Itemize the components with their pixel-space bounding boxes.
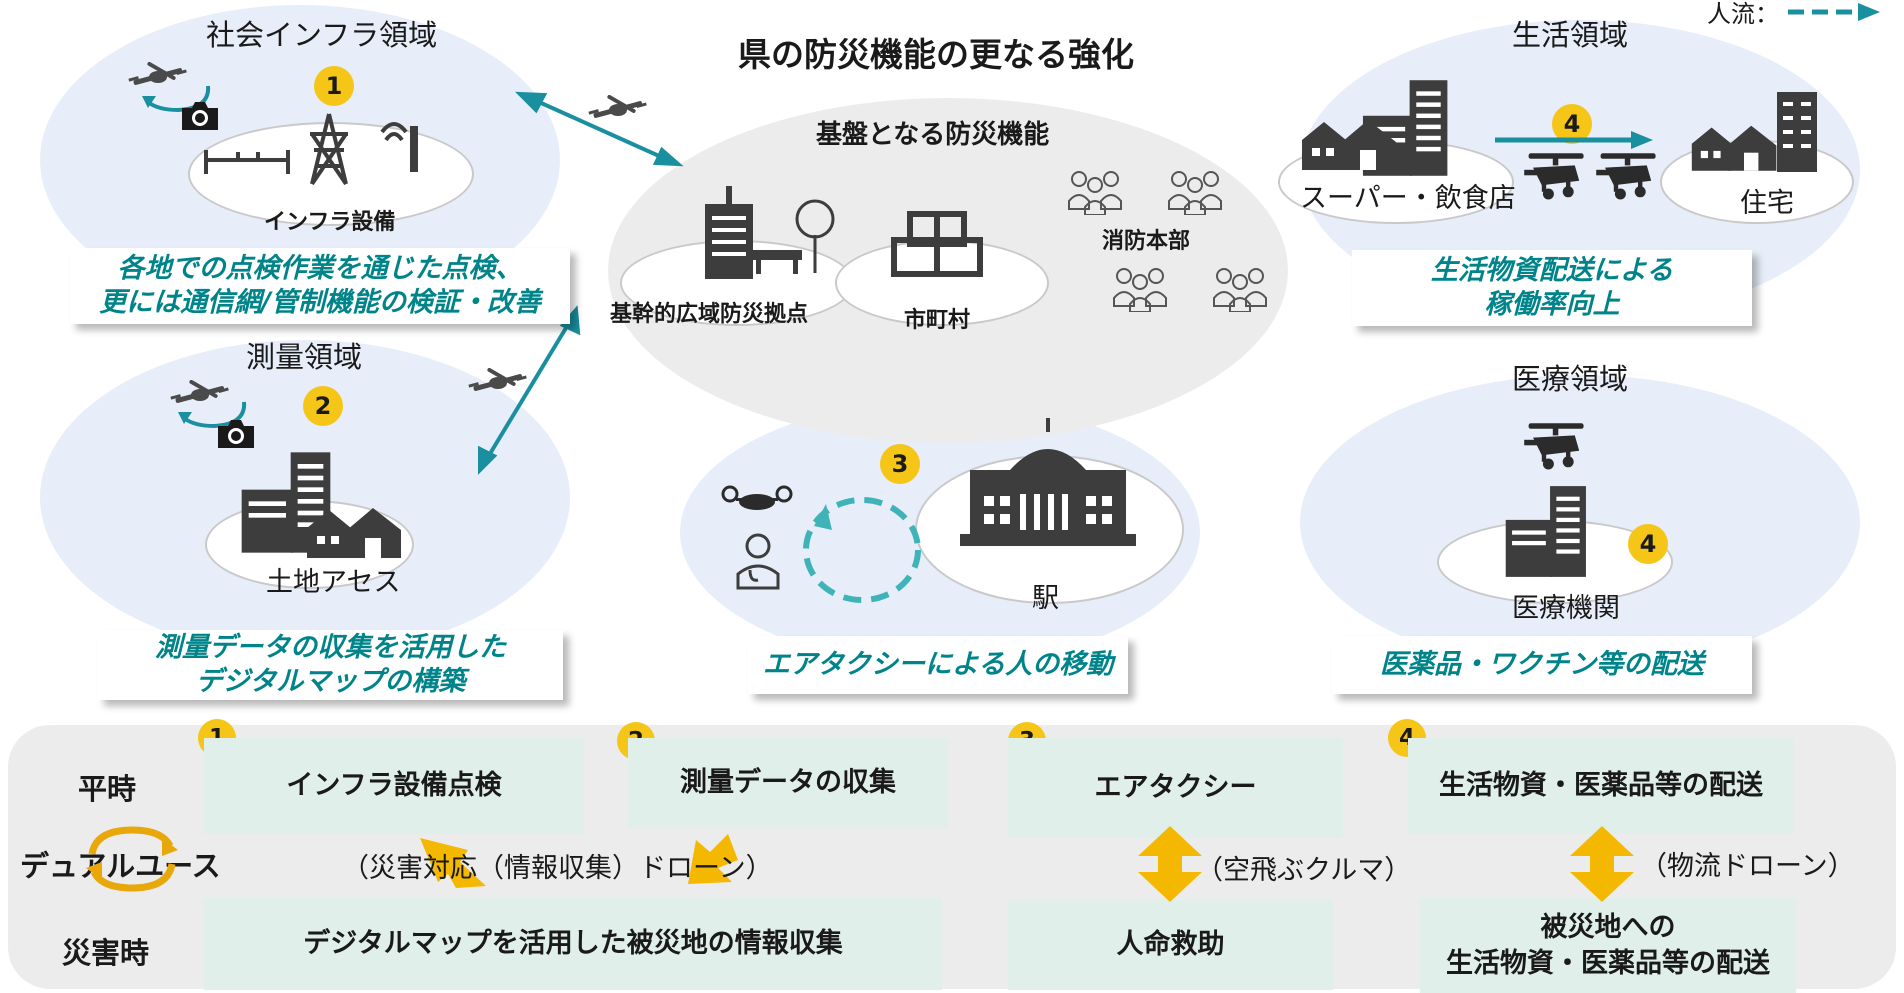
box-disaster-logistics: 被災地への 生活物資・医薬品等の配送	[1420, 898, 1796, 993]
box-rescue: 人命救助	[1008, 900, 1333, 990]
shop-label: スーパー・飲食店	[1300, 183, 1516, 214]
tree-icon	[795, 199, 835, 273]
antenna-icon	[380, 122, 418, 172]
survey-title: 測量領域	[246, 340, 363, 374]
infra-facility-label: インフラ設備	[264, 210, 396, 235]
survey-badge: 2	[303, 386, 343, 426]
camera-icon	[180, 100, 220, 132]
helicopter-drone-icon	[1520, 150, 1590, 205]
base-building-icon	[705, 186, 753, 279]
houses-icon	[1300, 112, 1400, 172]
map-to-survey-arrow	[688, 834, 738, 884]
legend-flow-arrow	[1788, 3, 1880, 21]
life-callout: 生活物資配送による 稼働率向上	[1352, 250, 1752, 326]
airtaxi-callout: エアタクシーによる人の移動	[748, 636, 1128, 694]
survey-callout-line1: 測量データの収集を活用した	[155, 632, 506, 664]
infra-callout: 各地での点検作業を通じた点検、 更には通信網/管制機能の検証・改善	[70, 248, 570, 324]
airtaxi-callout-text: エアタクシーによる人の移動	[762, 649, 1114, 681]
life-callout-line2: 稼働率向上	[1484, 289, 1620, 320]
airtaxi-facility-label: 駅	[1032, 583, 1059, 614]
dual-cycle-icon	[86, 826, 178, 892]
flow-loop-arrow	[803, 497, 921, 603]
apartment-icon	[1777, 92, 1817, 172]
houses-icon	[300, 500, 410, 560]
medical-callout: 医薬品・ワクチン等の配送	[1332, 636, 1752, 694]
city-hall-icon	[891, 211, 983, 277]
air-taxi-icon	[721, 485, 793, 510]
drone-icon	[468, 368, 528, 398]
survey-to-map-arrow	[420, 838, 486, 888]
box-air-taxi: エアタクシー	[1008, 738, 1343, 838]
survey-facility-label: 土地アセス	[266, 567, 401, 598]
box-logistics: 生活物資・医薬品等の配送	[1408, 738, 1794, 834]
fire-label: 消防本部	[1102, 229, 1191, 254]
medical-callout-text: 医薬品・ワクチン等の配送	[1380, 649, 1704, 681]
drone-icon	[588, 95, 648, 125]
houses-icon	[1690, 118, 1780, 173]
rotate-arrow-icon	[142, 85, 211, 113]
note-drone: （災害対応（情報収集）ドローン）	[342, 853, 773, 884]
logistics-arrow	[1570, 826, 1634, 902]
survey-callout-line2: デジタルマップの構築	[195, 666, 466, 697]
infra-badge: 1	[314, 66, 354, 106]
note-logistics-drone: （物流ドローン）	[1640, 851, 1855, 882]
medical-facility-label: 医療機関	[1512, 593, 1620, 624]
camera-icon	[216, 418, 256, 450]
base-label: 基幹的広域防災拠点	[610, 302, 809, 327]
legend-label: 人流：	[1707, 0, 1779, 28]
helicopter-drone-icon	[1592, 150, 1662, 205]
box-survey-data: 測量データの収集	[628, 738, 948, 828]
row-label-dual: デュアルユース	[20, 849, 221, 883]
box-infra-inspection: インフラ設備点検	[204, 738, 584, 834]
helicopter-drone-icon	[1520, 420, 1590, 475]
life-callout-line1: 生活物資配送による	[1430, 255, 1674, 287]
row-label-normal: 平時	[78, 772, 137, 806]
medical-badge: 4	[1628, 524, 1668, 564]
infra-title: 社会インフラ領域	[206, 18, 438, 52]
bench-icon	[752, 250, 802, 274]
note-flying-car: （空飛ぶクルマ）	[1196, 855, 1412, 886]
infra-callout-line1: 各地での点検作業を通じた点検、	[117, 253, 523, 285]
medical-title: 医療領域	[1512, 362, 1629, 396]
center-subtitle: 基盤となる防災機能	[816, 120, 1050, 150]
bridge-icon	[204, 150, 290, 174]
life-title: 生活領域	[1512, 18, 1629, 52]
box-disaster-logistics-line1: 被災地への	[1540, 912, 1676, 944]
row-label-disaster: 災害時	[62, 936, 150, 970]
city-label: 市町村	[904, 308, 971, 333]
survey-callout: 測量データの収集を活用した デジタルマップの構築	[98, 630, 563, 700]
home-label: 住宅	[1740, 188, 1794, 219]
life-badge: 4	[1552, 104, 1592, 144]
airtaxi-badge: 3	[880, 444, 920, 484]
station-icon	[960, 418, 1136, 546]
hospital-building-icon	[1484, 484, 1614, 579]
rotate-arrow-icon	[178, 401, 247, 429]
airtaxi-rescue-arrow	[1138, 826, 1202, 902]
life-flow-arrow	[1495, 131, 1653, 149]
center-title: 県の防災機能の更なる強化	[738, 35, 1134, 74]
power-tower-icon	[310, 113, 348, 186]
infra-callout-line2: 更には通信網/管制機能の検証・改善	[99, 287, 541, 318]
box-disaster-logistics-line2: 生活物資・医薬品等の配送	[1446, 947, 1770, 979]
infra-ring	[188, 122, 474, 226]
doctor-icon	[736, 533, 780, 590]
box-digital-map: デジタルマップを活用した被災地の情報収集	[204, 898, 942, 990]
